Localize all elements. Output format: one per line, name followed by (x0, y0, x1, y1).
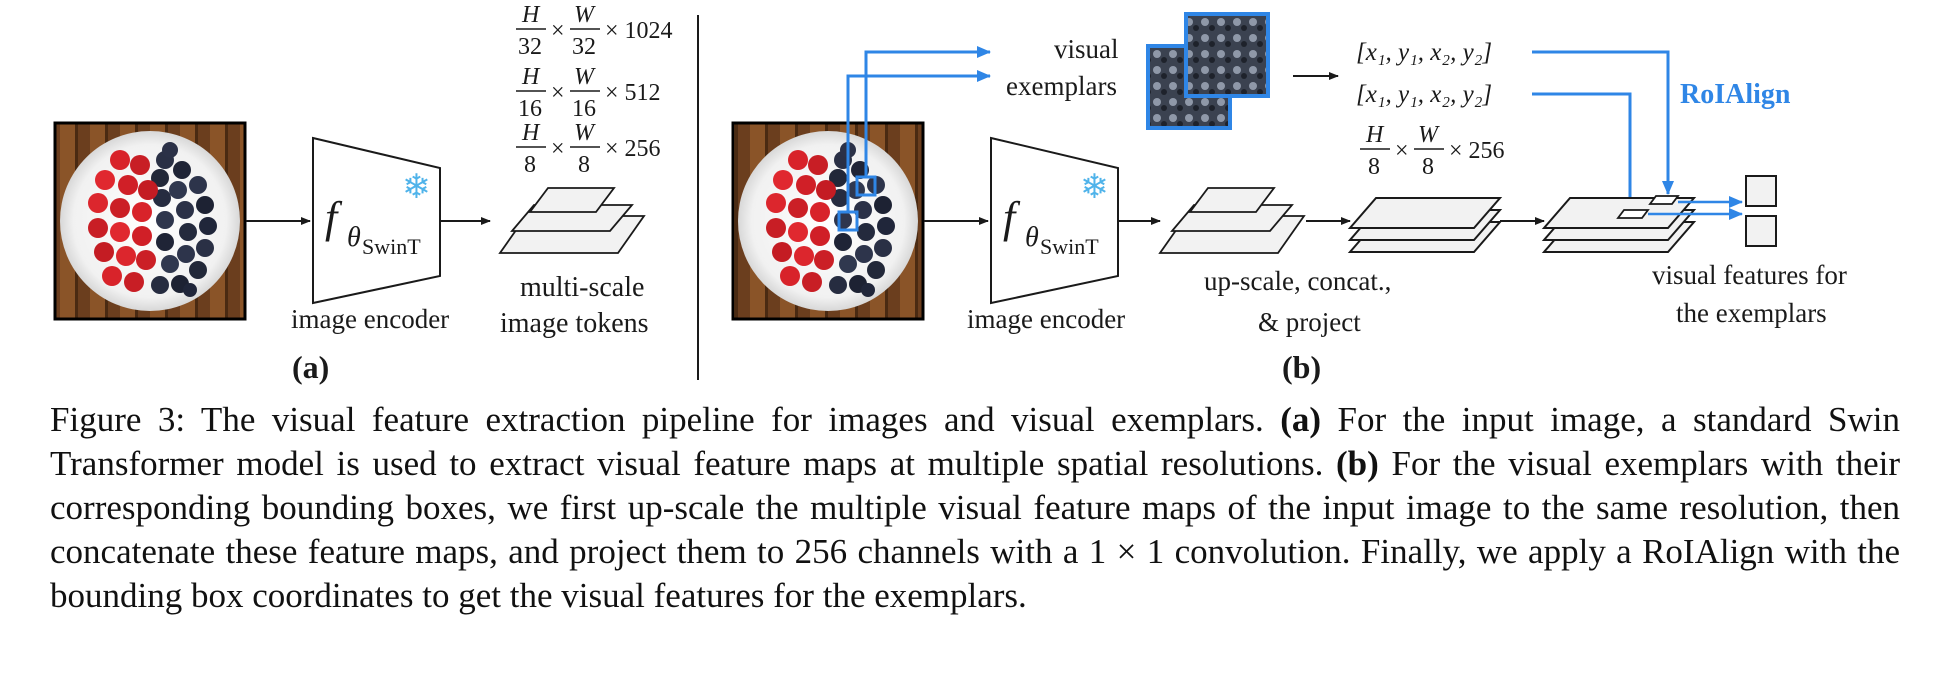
scale-b-times: × (1395, 138, 1409, 164)
scale-2-wd: 16 (572, 96, 596, 122)
caption-prefix: Figure 3: (50, 400, 186, 439)
scale-2: H 16 × W 16 × 512 (516, 64, 661, 122)
input-image-b (731, 121, 925, 321)
multi-scale-token-stack (498, 187, 646, 254)
scale-1-hd: 32 (518, 34, 542, 60)
scale-b-h: H (1365, 122, 1385, 148)
upscale-label-line1: up-scale, concat., (1204, 266, 1391, 296)
scale-1: H 32 × W 32 × 1024 (516, 2, 673, 60)
encoder-func-subsub-a: SwinT (362, 234, 421, 259)
scale-b-wd: 8 (1422, 154, 1434, 180)
scale-3-h: H (521, 120, 541, 146)
scale-1-ch: × 1024 (605, 18, 673, 44)
bbox-routing (1532, 50, 1674, 211)
encoder-func-sub-b: θ (1025, 222, 1039, 253)
scale-b: H 8 × W 8 × 256 (1360, 122, 1505, 180)
panel-label-a: (a) (292, 349, 329, 385)
features-label-line2: the exemplars (1676, 298, 1827, 328)
scale-3: H 8 × W 8 × 256 (516, 120, 661, 178)
roialign-label: RoIAlign (1680, 79, 1791, 110)
frozen-snowflake-icon-a: ❄ (402, 167, 431, 207)
features-label-line1: visual features for (1652, 260, 1847, 290)
scale-b-w: W (1418, 122, 1440, 148)
caption-text-3: For the visual exemplars with their corr… (50, 444, 1900, 615)
tokens-label-line1: multi-scale (520, 272, 644, 303)
scale-b-hd: 8 (1368, 154, 1380, 180)
exemplar-crop-2 (1184, 12, 1270, 98)
caption-text-2: For the input image, a standard Swin Tra… (50, 400, 1900, 483)
visual-exemplars-label-line2: exemplars (1006, 71, 1117, 101)
roi-region-1 (1616, 209, 1650, 219)
pipeline-figure: f θ SwinT ❄ image encoder multi-scale im… (53, 2, 1847, 385)
figure-caption: Figure 3: The visual feature extraction … (50, 398, 1900, 618)
caption-text-1: The visual feature extraction pipeline f… (185, 400, 1281, 439)
scale-1-times: × (551, 18, 565, 44)
input-image-a (53, 121, 247, 321)
scale-3-ch: × 256 (605, 136, 661, 162)
encoder-label-a: image encoder (291, 304, 449, 334)
exemplar-feature-1 (1745, 175, 1777, 207)
caption-bold-b: (b) (1336, 444, 1379, 483)
bbox-coords-2: [x₁, y₁, x₂, y₂] (1356, 81, 1492, 108)
encoder-label-b: image encoder (967, 304, 1125, 334)
scale-3-wd: 8 (578, 152, 590, 178)
scale-2-times: × (551, 80, 565, 106)
tokens-label-line2: image tokens (500, 308, 649, 339)
exemplar-routing (846, 46, 991, 212)
exemplar-feature-2 (1745, 215, 1777, 247)
panel-label-b: (b) (1282, 349, 1321, 385)
scale-1-h: H (521, 2, 541, 28)
bbox-coords-1: [x₁, y₁, x₂, y₂] (1356, 39, 1492, 66)
scale-3-w: W (574, 120, 596, 146)
blueberries-a (151, 142, 217, 297)
upscale-label-line2: & project (1258, 307, 1361, 337)
roi-feature-stack (1541, 195, 1697, 253)
exemplar-crops (1146, 12, 1270, 130)
scale-2-h: H (521, 64, 541, 90)
encoder-func-sub-a: θ (347, 222, 361, 253)
image-encoder-b: f θ SwinT ❄ (990, 136, 1119, 305)
image-encoder-a: f θ SwinT ❄ (312, 136, 441, 305)
scale-2-w: W (574, 64, 596, 90)
caption-bold-a: (a) (1280, 400, 1321, 439)
roi-region-2 (1648, 195, 1680, 205)
scale-3-times: × (551, 136, 565, 162)
projected-feature-stack (1347, 197, 1503, 253)
scale-2-hd: 16 (518, 96, 542, 122)
scale-1-wd: 32 (572, 34, 596, 60)
visual-exemplars-label-line1: visual (1054, 34, 1119, 64)
scale-1-w: W (574, 2, 596, 28)
multi-scale-stack-b (1158, 187, 1306, 254)
roi-output-routing (1648, 196, 1743, 220)
scale-2-ch: × 512 (605, 80, 661, 106)
frozen-snowflake-icon-b: ❄ (1080, 167, 1109, 207)
strawberries-a (88, 150, 158, 292)
scale-b-ch: × 256 (1449, 138, 1505, 164)
strawberries-b (766, 150, 836, 292)
scale-3-hd: 8 (524, 152, 536, 178)
encoder-func-subsub-b: SwinT (1040, 234, 1099, 259)
